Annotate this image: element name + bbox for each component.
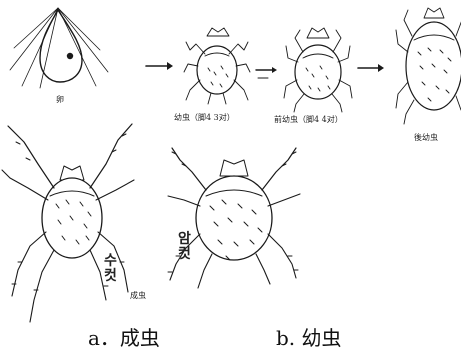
female-label: 암컷 <box>178 232 192 262</box>
egg-label: 卵 <box>56 94 64 105</box>
egg-illustration <box>10 8 108 88</box>
deutonymph-illustration <box>396 8 461 124</box>
protonymph-illustration <box>284 28 352 112</box>
deutonymph-label: 後幼虫 <box>414 132 438 143</box>
adult-label: 成虫 <box>130 290 146 301</box>
arrow-2 <box>256 67 277 78</box>
male-label: 수컷 <box>104 254 118 284</box>
adult-male-illustration <box>2 124 134 322</box>
protonymph-label: 前幼虫（脚4 4对） <box>274 114 343 125</box>
larva-label: 幼虫（脚4 3对） <box>174 112 235 123</box>
larva-illustration <box>184 28 250 104</box>
arrow-1 <box>146 62 173 70</box>
arrow-3 <box>358 64 384 72</box>
caption-a: a．成虫 <box>88 322 160 351</box>
caption-b: b. 幼虫 <box>276 322 342 351</box>
adult-female-illustration <box>168 148 300 288</box>
